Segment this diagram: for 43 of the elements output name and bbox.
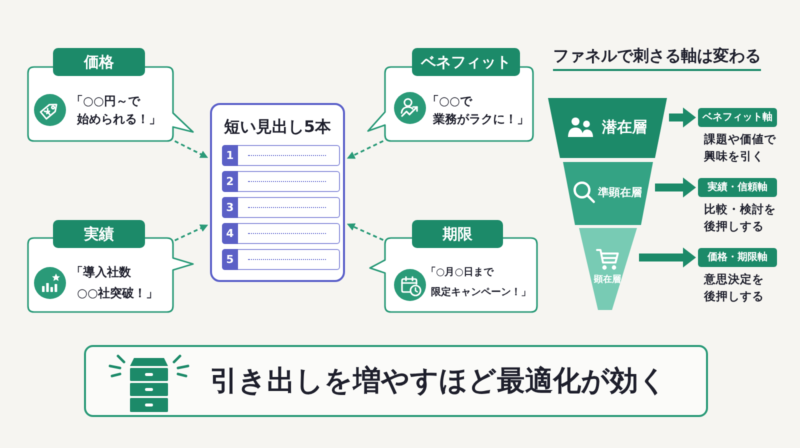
axis-tag: ベネフィット軸: [698, 108, 777, 127]
axis-tag: 価格・期限軸: [698, 248, 777, 267]
funnel-layer: [548, 98, 667, 158]
number-tab: 2: [222, 171, 238, 192]
banner-text: 引き出しを増やすほど最適化が効く: [210, 363, 667, 399]
numbered-row: [222, 171, 340, 192]
funnel-layer: [579, 228, 637, 310]
dashed-arrow: [174, 140, 208, 158]
list-title: 短い見出し5本: [222, 116, 332, 138]
dashed-arrow: [174, 224, 208, 242]
quote-text: 「○○円～で始められる！」: [71, 93, 161, 128]
message-banner: [84, 345, 708, 417]
speech-bubble: [27, 48, 195, 142]
number-tab: 4: [222, 223, 238, 244]
layer-label: 潜在層: [602, 117, 647, 138]
section-heading: ファネルで刺さる軸は変わる: [553, 46, 761, 71]
list-card: [210, 103, 345, 282]
numbered-row: [222, 249, 340, 270]
speech-bubble: [367, 48, 535, 142]
heading-tab: 価格: [53, 48, 145, 76]
funnel-layer: [563, 162, 653, 225]
numbered-row: [222, 145, 340, 166]
layer-label: 顕在層: [594, 274, 621, 287]
number-tab: 5: [222, 249, 238, 270]
heading-tab: 期限: [412, 220, 503, 248]
quote-text: 「導入社数○○社突破！」: [71, 264, 158, 302]
quote-text: 「○○で業務がラクに！」: [427, 93, 529, 128]
speech-bubble: [27, 220, 195, 313]
description-text: 意思決定を後押しする: [704, 271, 764, 305]
numbered-row: [222, 197, 340, 218]
speech-bubble: [367, 220, 539, 313]
description-text: 比較・検討を後押しする: [704, 201, 776, 235]
quote-text: 「○月○日まで限定キャンペーン！」: [426, 266, 531, 300]
numbered-row: [222, 223, 340, 244]
dashed-arrow: [346, 140, 384, 159]
dashed-arrow: [346, 223, 384, 241]
heading-tab: 実績: [53, 220, 145, 248]
number-tab: 3: [222, 197, 238, 218]
axis-tag: 実績・信頼軸: [698, 178, 777, 197]
heading-tab: ベネフィット: [412, 48, 520, 76]
description-text: 課題や価値で興味を引く: [704, 131, 776, 165]
number-tab: 1: [222, 145, 238, 166]
layer-label: 準顕在層: [598, 185, 642, 201]
